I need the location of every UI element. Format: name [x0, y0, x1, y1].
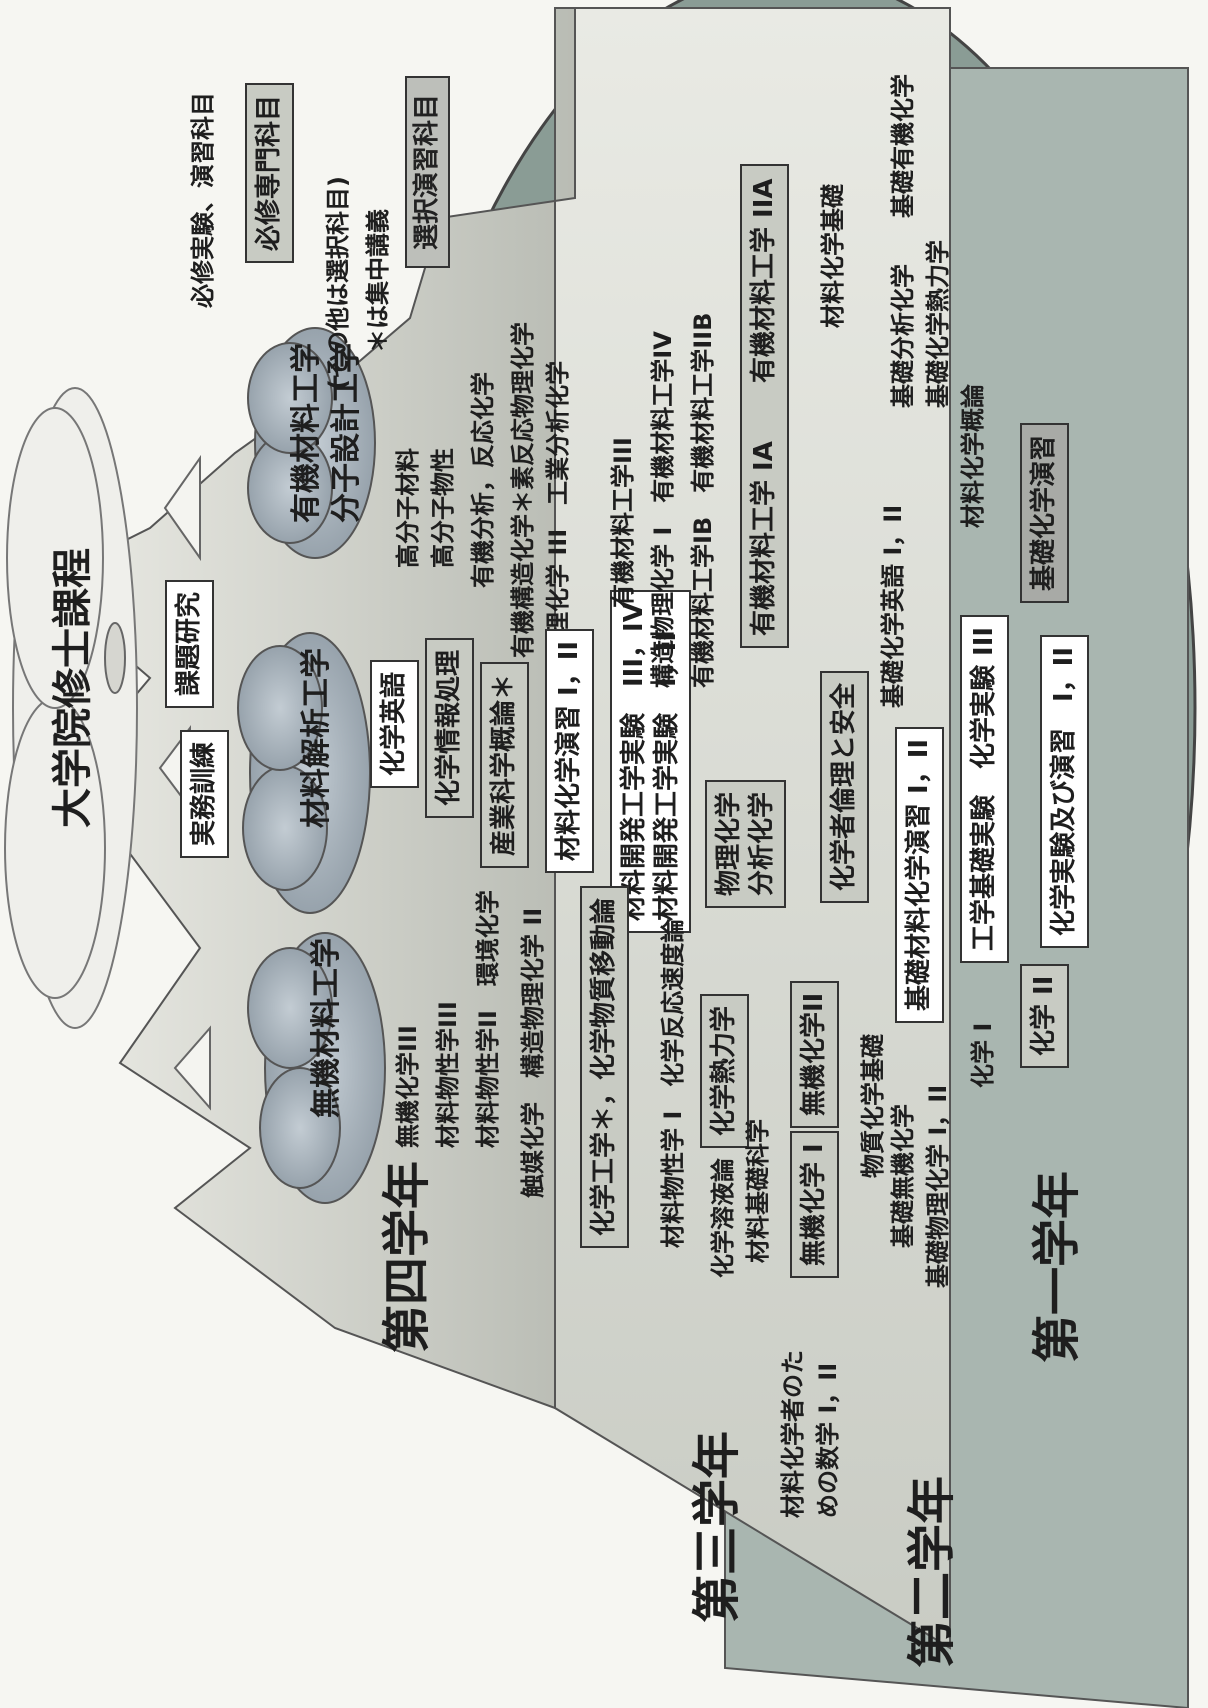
third-phys-chem: 物理化学 — [714, 791, 744, 896]
cloud-organic — [247, 327, 376, 559]
inorganic-subject-1: 無機化学III — [394, 1025, 422, 1148]
year-label-fourth: 第四学年 — [379, 1160, 435, 1353]
masters-cloud — [4, 387, 138, 1029]
legend-intensive-note: ＊は集中講義 — [364, 209, 392, 353]
second-basic-exercise-box: 基礎材料化学演習 I，II — [895, 726, 944, 1023]
cloud-label-organic-1: 有機材料工学 — [289, 343, 324, 523]
second-basic-chem-topics: 基礎化学英語 I，II — [879, 504, 907, 708]
third-chem-eng-box: 化学工学＊，化学物質移動論 — [580, 885, 629, 1248]
third-thermo-box: 化学熱力学 — [700, 993, 749, 1148]
organic-subject-3: 有機分析，反応化学 — [469, 372, 497, 588]
third-inorg2-box: 無機化学II — [790, 980, 839, 1128]
year-label-third: 第三学年 — [689, 1430, 745, 1623]
third-org-mat2a: 有機材料工学 IIA — [749, 178, 779, 384]
second-eng-exp-box: 工学基礎実験 化学実験 III — [960, 614, 1009, 963]
second-phys-basic: 基礎物理化学 I，II — [924, 1084, 952, 1288]
year-label-second: 第二学年 — [904, 1475, 960, 1668]
third-phys-anal-box: 物理化学 分析化学 — [705, 779, 786, 908]
third-solution-b: 材料基礎科学 — [744, 1119, 772, 1263]
organic-subject-1: 高分子材料 — [394, 448, 422, 568]
inorganic-subject-4: 触媒化学 構造物理化学 II — [519, 907, 547, 1198]
third-org-phys1: 構造物理化学 I 有機材料工学IV — [649, 331, 677, 688]
third-mat-chem-basics: 材料化学基礎 — [819, 184, 847, 328]
third-org-mat3: 有機材料工学III — [609, 437, 637, 608]
second-mat-intro: 材料化学概論 — [959, 384, 987, 528]
analysis-chem-info: 化学情報処理 — [425, 637, 474, 818]
cloud-analysis — [237, 632, 371, 914]
third-org-mat1b: 有機材料工学IB 有機材料工学IIB — [689, 312, 717, 688]
third-mat-basics: 物質化学基礎 — [859, 1034, 887, 1178]
organic-subject-4: 有機構造化学＊素反応物理化学 — [509, 322, 537, 658]
cloud-inorganic — [247, 932, 386, 1204]
third-dev-experiment-a: 材料開発工学実験 III，IV — [619, 602, 649, 921]
practical-training-box: 実務訓練 — [180, 729, 229, 858]
cloud-label-inorganic: 無機材料工学 — [309, 938, 344, 1118]
third-solution-a: 化学溶液論 — [709, 1158, 737, 1278]
first-chem2-box: 化学 II — [1020, 963, 1069, 1068]
first-chem-exp-box: 化学実験及び演習 I，II — [1040, 634, 1089, 948]
peak-inorganic — [173, 1025, 211, 1111]
third-inorg1-box: 無機化学 I — [790, 1131, 839, 1278]
third-anal-chem: 分析化学 — [746, 791, 777, 896]
year-label-first: 第一学年 — [1029, 1170, 1085, 1363]
second-thermo-basic: 基礎化学熱力学 — [924, 240, 952, 408]
masters-course-label: 大学院修士課程 — [50, 548, 96, 828]
third-exercise-box: 材料化学演習 I，II — [545, 628, 594, 873]
peak-organic — [163, 454, 201, 562]
third-math-b: めの数学 I，II — [814, 1362, 842, 1518]
second-chem1: 化学 I — [969, 1022, 997, 1088]
analysis-industry-intro: 産業科学概論＊ — [480, 661, 529, 868]
cloud-label-organic-2: 分子設計工学 — [329, 343, 364, 523]
first-basic-chem-ex-box: 基礎化学演習 — [1020, 422, 1069, 603]
second-inorg-basic: 基礎無機化学 — [889, 1104, 917, 1248]
second-anal-basic: 基礎分析化学 — [889, 264, 917, 408]
cloud-label-analysis: 材料解析工学 — [299, 648, 334, 828]
third-mat-prop1: 材料物性学 I 化学反応速度論 — [659, 918, 687, 1248]
organic-subject-2: 高分子物性 — [429, 448, 457, 568]
inorganic-subject-3: 材料物性学II 環境化学 — [474, 890, 502, 1148]
legend-required-specialized: 必修専門科目 — [245, 82, 294, 263]
third-org-mat1a: 有機材料工学 IA — [749, 441, 779, 636]
third-ethics-box: 化学者倫理と安全 — [820, 670, 869, 903]
research-box: 課題研究 — [165, 579, 214, 708]
second-org-basic: 基礎有機化学 — [889, 74, 917, 218]
summit-disc — [104, 622, 126, 694]
inorganic-subject-2: 材料物性学III — [434, 1001, 462, 1148]
legend-elective-exercise: 選択演習科目 — [405, 75, 450, 268]
third-math-a: 材料化学者のた — [779, 1350, 807, 1518]
analysis-chem-topics: 化学英語 — [370, 659, 419, 788]
third-org-mat-ia-iia-box: 有機材料工学 IA 有機材料工学 IIA — [740, 164, 789, 648]
